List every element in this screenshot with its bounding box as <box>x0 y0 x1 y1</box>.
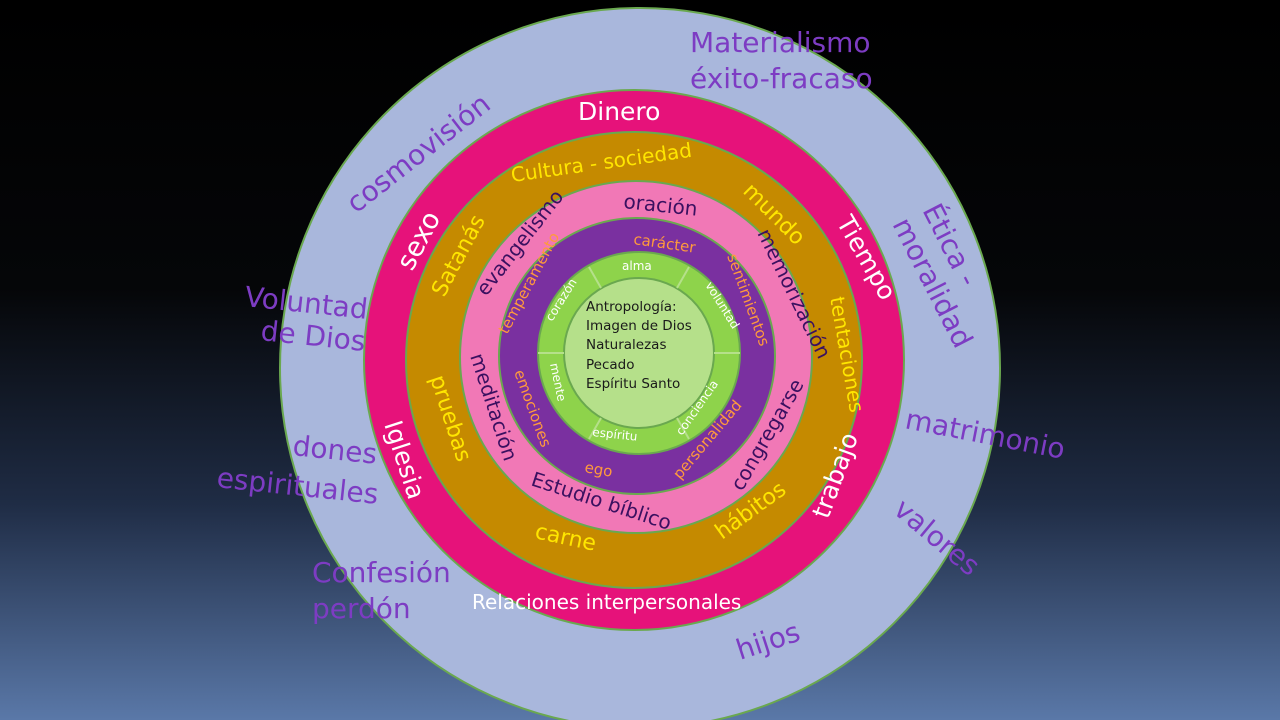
label-materialismo-1: Materialismo <box>690 26 871 59</box>
center-line-naturalezas: Naturalezas <box>586 337 667 354</box>
label-dinero: Dinero <box>578 97 660 126</box>
label-alma: alma <box>622 259 652 273</box>
label-espiritu: espíritu <box>592 425 638 444</box>
center-line-antropologia: Antropología: <box>586 299 677 315</box>
alma-dividers <box>538 266 740 440</box>
center-line-imagen: Imagen de Dios <box>586 318 692 335</box>
center-text-block: Antropología: Imagen de Dios Naturalezas… <box>586 298 692 394</box>
center-line-espiritu-santo: Espíritu Santo <box>586 375 681 392</box>
label-materialismo-2: éxito-fracaso <box>690 62 873 95</box>
label-confesion-1: Confesión <box>312 556 451 589</box>
label-ego: ego <box>583 458 614 481</box>
center-line-pecado: Pecado <box>586 356 635 373</box>
label-confesion-2: perdón <box>312 592 411 625</box>
label-relaciones: Relaciones interpersonales <box>472 590 741 614</box>
